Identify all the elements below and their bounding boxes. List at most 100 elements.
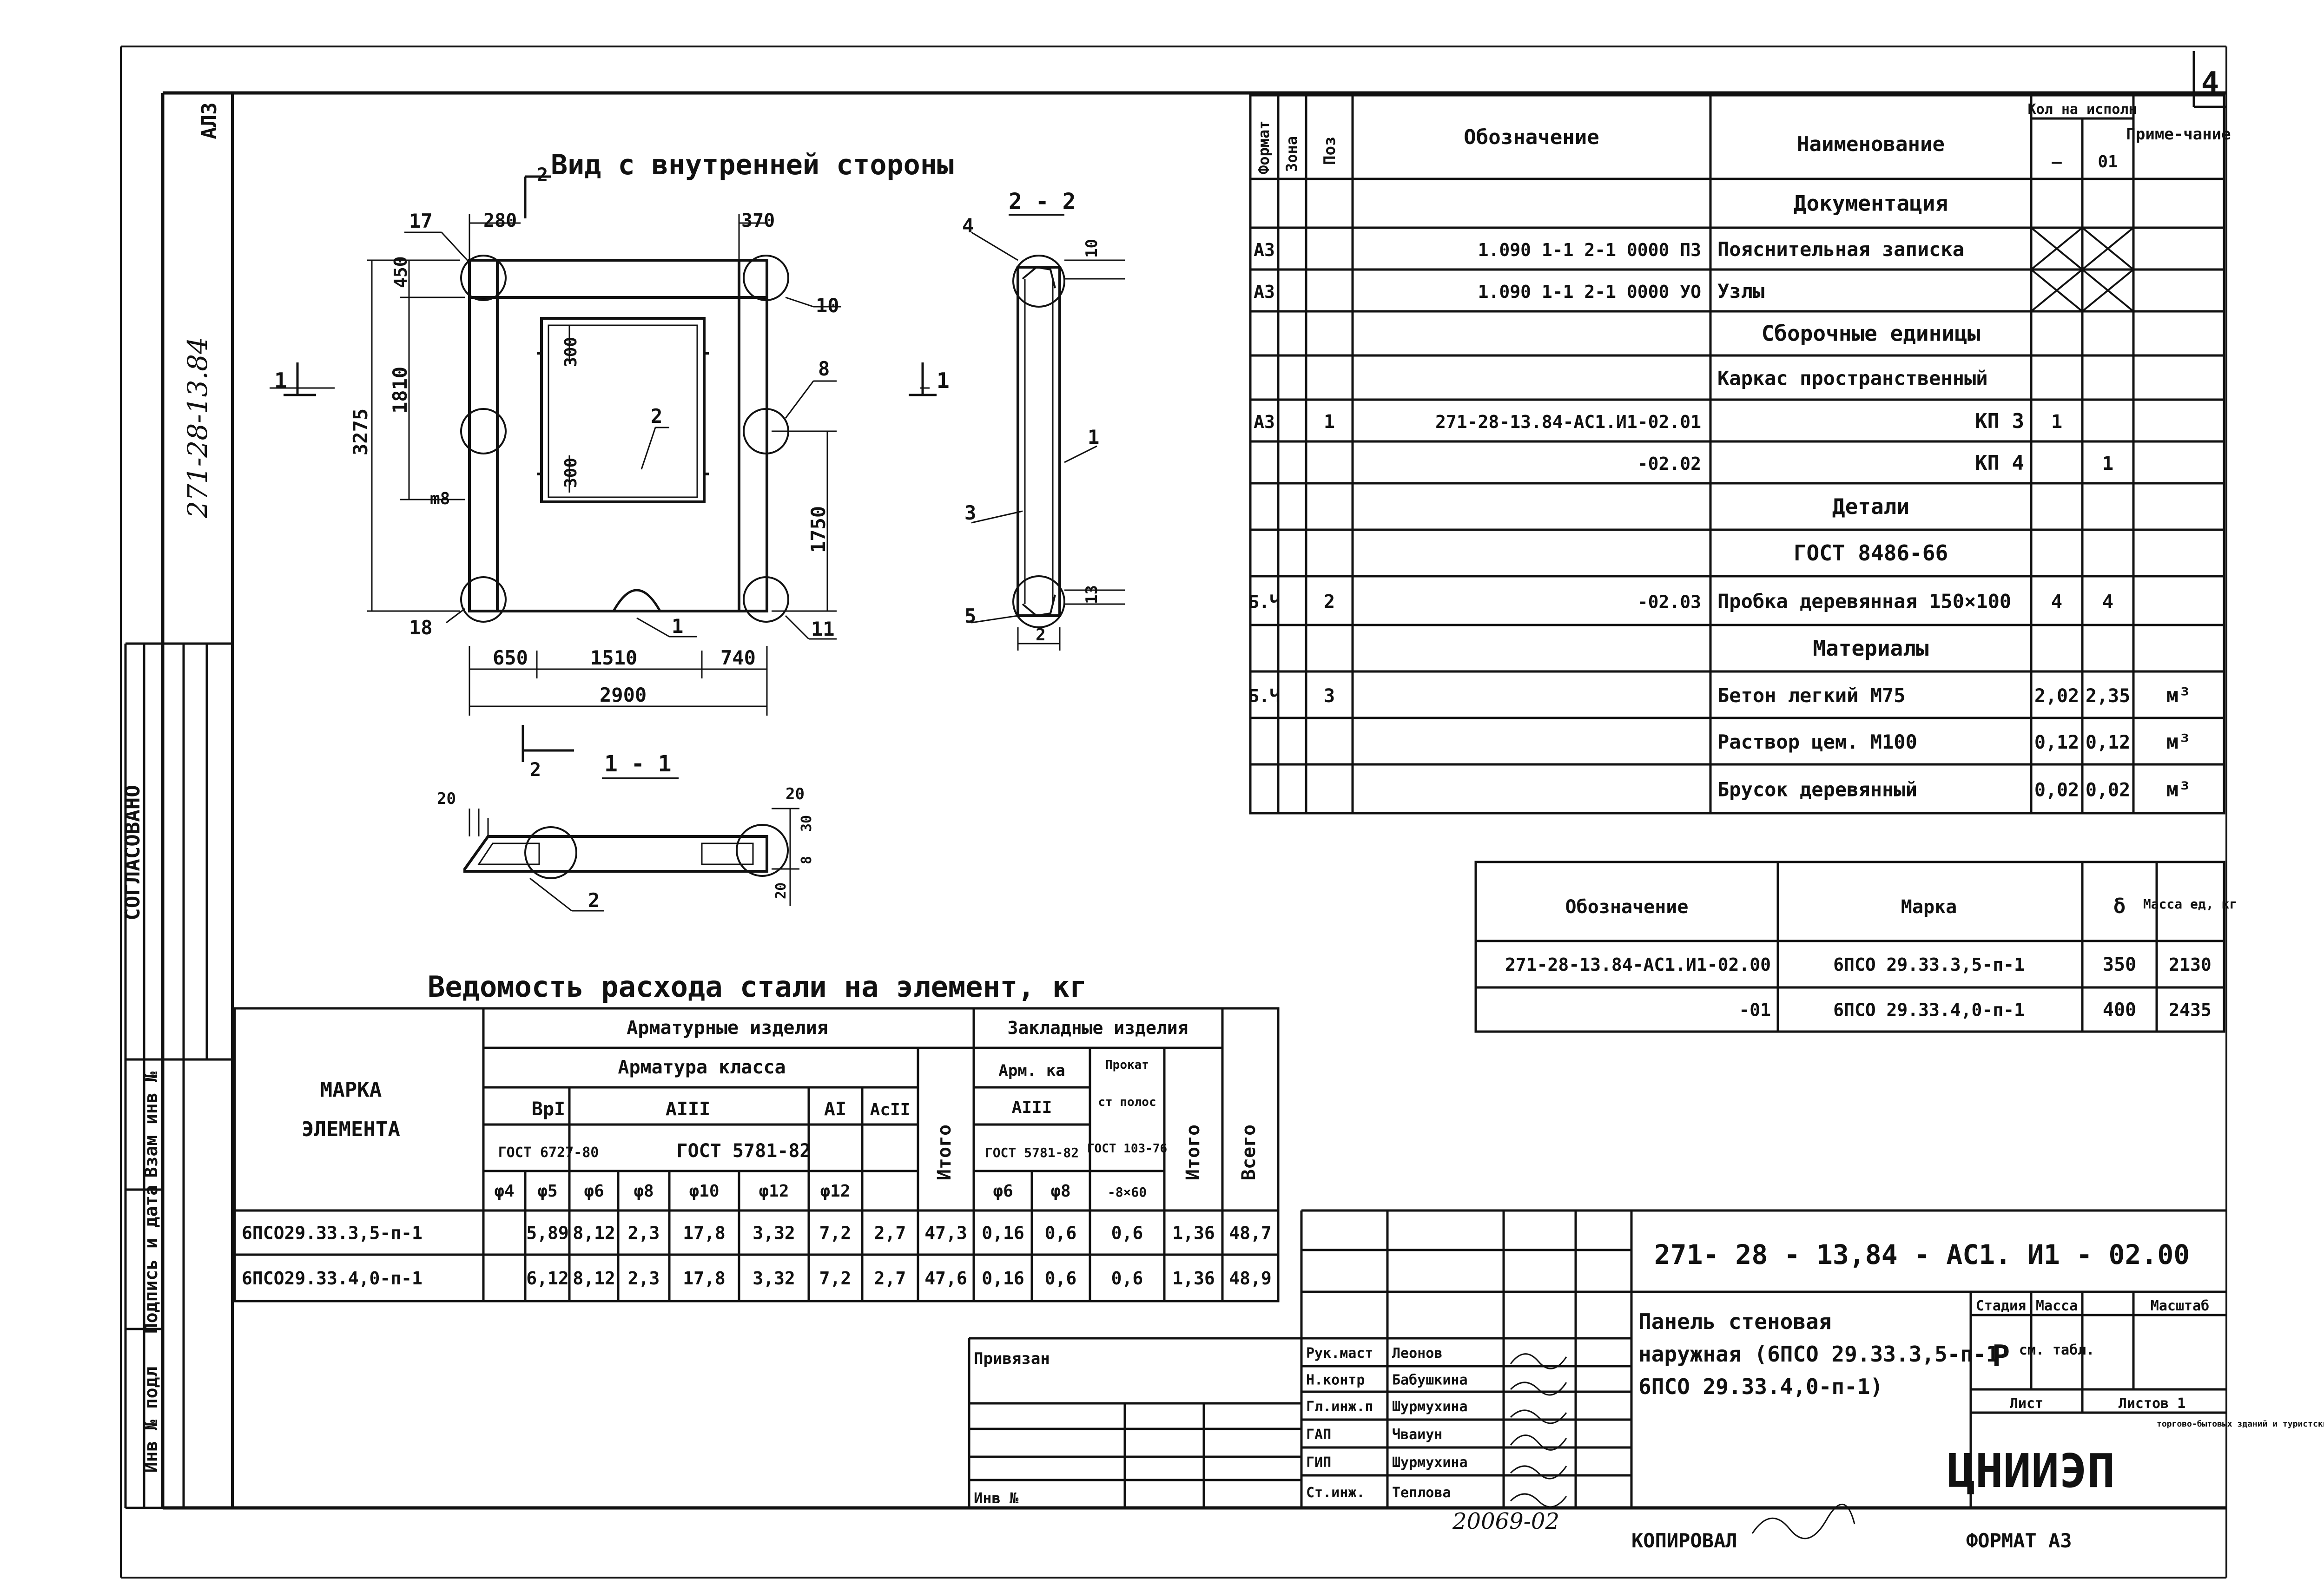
person-role-cell: ГИП (1306, 1454, 1331, 1471)
steel-diameter-cell: φ6 (993, 1182, 1013, 1201)
steel-h-zakl: Закладные изделия (1008, 1018, 1188, 1038)
title-org-full: торгово-бытовых зданий и туристских комп… (2157, 1419, 2324, 1429)
spec-designation-cell: 1.090 1-1 2-1 0000 ПЗ (1478, 240, 1701, 260)
steel-h-vsego: Всего (1238, 1125, 1260, 1180)
section-1-1-title: 1 - 1 (604, 751, 672, 777)
marks-designation-cell: -01 (1739, 1000, 1771, 1020)
section-2-2-title: 2 - 2 (1009, 189, 1076, 215)
spec-h-qty: Кол на исполн (2028, 101, 2137, 118)
side-code: 271-28-13.84 (182, 337, 213, 519)
dim-300-top: 300 (561, 337, 581, 367)
steel-value-cell: 2,3 (628, 1268, 660, 1289)
person-name-cell: Чваиун (1392, 1427, 1442, 1443)
spec-name-cell: КП 3 (1975, 409, 2024, 433)
steel-value-cell: 8,12 (573, 1268, 615, 1289)
steel-value-cell: 17,8 (683, 1223, 726, 1243)
steel-diameter-cell: φ10 (689, 1182, 719, 1201)
callout-17: 17 (409, 210, 433, 232)
title-scale-h: Масштаб (2151, 1298, 2209, 1314)
spec-format-cell: АЗ (1254, 240, 1275, 260)
bottom-number: 20069-02 (1452, 1508, 1559, 1534)
signature-marks (1510, 1353, 1855, 1539)
dim-m8: m8 (430, 489, 450, 508)
spec-pos-cell: 3 (1324, 685, 1335, 707)
spec-qty-b-cell: 0,02 (2086, 780, 2130, 801)
cut-mark-2-top (524, 175, 551, 218)
steel-value-cell: 2,3 (628, 1223, 660, 1243)
spec-table-grid (1249, 94, 2225, 815)
spec-designation-cell: -02.02 (1637, 454, 1701, 474)
steel-diameter-cell: φ8 (1050, 1182, 1070, 1201)
spec-note-cell: м³ (2166, 778, 2191, 802)
marks-h-delta: δ (2113, 895, 2126, 918)
marks-mark-cell: 6ПСО 29.33.3,5-п-1 (1833, 954, 2025, 975)
dim-10: 10 (1083, 239, 1101, 258)
spec-name-cell: Узлы (1717, 280, 1764, 303)
section-1-1-callout-2: 2 (588, 889, 600, 912)
title-sheet-h: Лист (2010, 1395, 2043, 1412)
steel-value-cell: 47,3 (924, 1223, 967, 1243)
callout-8: 8 (818, 357, 830, 380)
steel-diameter-cell: φ12 (759, 1182, 789, 1201)
steel-h-gost5781b: ГОСТ 5781-82 (985, 1145, 1079, 1160)
callout-11: 11 (811, 618, 835, 640)
person-role-cell: Н.контр (1306, 1372, 1365, 1388)
section-2-2-leaders (971, 231, 1125, 651)
title-sheets-h: Листов 1 (2119, 1395, 2186, 1412)
spec-qty-a-cell: 0,02 (2034, 780, 2079, 801)
spec-qty-b-cell: 0,12 (2086, 732, 2130, 753)
person-name-cell: Шурмухина (1392, 1399, 1468, 1415)
dim-740: 740 (720, 646, 756, 669)
callout-1-front: 1 (672, 615, 683, 638)
vzam-label: Взам инв № (141, 1071, 161, 1178)
spec-name-cell: Каркас пространственный (1717, 367, 1988, 390)
spec-note-cell: м³ (2166, 684, 2191, 707)
spec-qty-b-cell: 1 (2102, 453, 2113, 474)
steel-h-polos: ст полос (1098, 1095, 1156, 1109)
cut-marks-1 (284, 362, 937, 396)
steel-value-cell: 1,36 (1172, 1268, 1215, 1289)
spec-name-cell: Пояснительная записка (1717, 238, 1964, 261)
dim-30: 30 (799, 815, 815, 832)
spec-h-qty-a: — (2052, 152, 2062, 171)
section-callout-2: 2 (1036, 625, 1046, 645)
spec-h-qty-b: 01 (2098, 152, 2118, 171)
section-callout-4: 4 (962, 214, 974, 237)
steel-value-cell: 2,7 (874, 1268, 906, 1289)
section-2-2 (1017, 266, 1061, 617)
cut-1-right: 1 (937, 368, 950, 393)
steel-mark-cell: 6ПСО29.33.4,0-п-1 (242, 1268, 423, 1289)
steel-value-cell: 7,2 (819, 1223, 852, 1243)
spec-format-cell: АЗ (1254, 282, 1275, 302)
marks-designation-cell: 271-28-13.84-АС1.И1-02.00 (1505, 954, 1771, 975)
steel-diameter-cell: φ4 (494, 1182, 514, 1201)
spec-name-cell: КП 4 (1975, 451, 2024, 475)
copied-label: КОПИРОВАЛ (1631, 1529, 1737, 1552)
spec-qty-a-cell: 0,12 (2034, 732, 2079, 753)
spec-name-cell: Документация (1794, 191, 1948, 216)
front-dimensions (367, 214, 837, 716)
side-stamp (124, 642, 232, 1509)
spec-h-name: Наименование (1797, 132, 1945, 156)
steel-h-gost6727: ГОСТ 6727-80 (498, 1145, 599, 1161)
dim-1510: 1510 (590, 646, 637, 669)
podpis-label: Подпись и дата (141, 1185, 161, 1334)
steel-h-armat-izd: Арматурные изделия (627, 1017, 828, 1039)
dim-2900: 2900 (600, 684, 647, 706)
dim-20-left: 20 (437, 789, 456, 808)
title-mass: см. табл. (2019, 1342, 2095, 1358)
title-stage-h: Стадия (1976, 1298, 2026, 1314)
callout-10: 10 (816, 294, 839, 317)
steel-table-grid (233, 1007, 1280, 1303)
spec-format-cell: Б.Ч (1248, 686, 1281, 706)
title-stage: Р (1992, 1339, 2010, 1374)
steel-table-title: Ведомость расхода стали на элемент, кг (428, 970, 1087, 1004)
spec-designation-cell: -02.03 (1637, 592, 1701, 612)
dim-650: 650 (493, 646, 528, 669)
marks-table-grid (1474, 861, 2225, 1033)
corner-code: АЛЗ (198, 102, 221, 139)
person-name-cell: Теплова (1392, 1485, 1451, 1501)
person-role-cell: ГАП (1306, 1427, 1331, 1443)
